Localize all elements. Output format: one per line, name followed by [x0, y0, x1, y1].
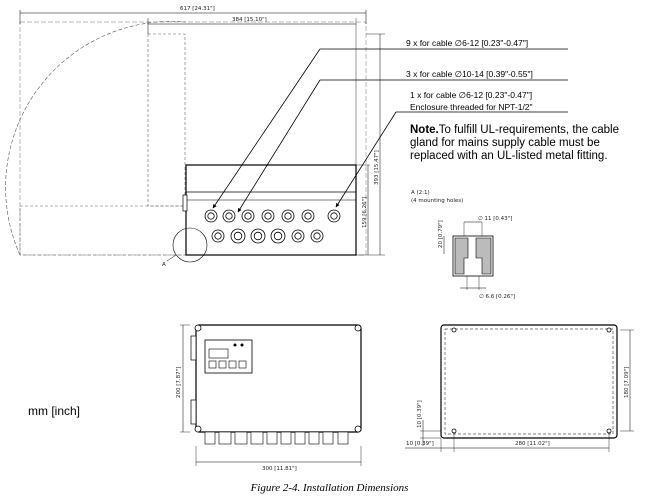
dim-height-open: 393 [15.47"]: [374, 150, 380, 185]
detail-dim-top: ∅ 11 [0.43"]: [478, 216, 512, 222]
detail-title: A (2:1): [411, 190, 430, 196]
note-line-2: gland for mains supply cable must be: [410, 137, 600, 149]
back-dim-width: 280 [11.02"]: [515, 441, 550, 447]
front-view: 200 [7.87"] 300 [11.81"]: [176, 324, 362, 472]
back-view: 180 [7.09"] 10 [0.39"] 10 [0.39"] 280 [1…: [405, 324, 634, 452]
detail-dim-height: 20 [0.79"]: [438, 220, 444, 248]
callout-1x-cable: 1 x for cable ∅6-12 [0.23"-0.47"]: [410, 90, 532, 100]
open-lid: [147, 33, 186, 207]
note-line-1: To fulfill UL-requirements, the cable: [439, 124, 619, 136]
callout-9x-cable: 9 x for cable ∅6-12 [0.23"-0.47"]: [406, 38, 528, 48]
callout-3x-cable: 3 x for cable ∅10-14 [0.39"-0.55"]: [406, 69, 533, 79]
detail-subtitle: (4 mounting holes): [411, 198, 463, 204]
detail-circle-a: [172, 227, 208, 263]
back-dim-height: 180 [7.09"]: [624, 367, 630, 398]
cable-glands: [204, 209, 341, 244]
lid-swing-arc: [5, 21, 187, 256]
dim-enclosure-height: 159 [6.26"]: [362, 197, 368, 228]
back-dim-offset-v: 10 [0.39"]: [417, 400, 423, 428]
callout-npt-thread: Enclosure threaded for NPT-1/2": [410, 102, 533, 112]
figure-caption: Figure 2-4. Installation Dimensions: [250, 482, 409, 494]
units-label: mm [inch]: [28, 404, 81, 418]
back-dim-offset-h: 10 [0.39"]: [406, 441, 434, 447]
front-dim-height: 200 [7.87"]: [176, 367, 182, 398]
detail-dim-bottom: ∅ 6.6 [0.26"]: [479, 294, 515, 300]
back-enclosure: [440, 324, 618, 439]
detail-a-view: A (2:1) (4 mounting holes) ∅ 11 [0.43"] …: [411, 190, 515, 300]
svg-text:Note.To fulfill UL-requirement: Note.To fulfill UL-requirements, the cab…: [410, 124, 619, 136]
detail-marker-a: A: [162, 262, 166, 268]
note-label: Note.: [410, 124, 439, 136]
dim-lid-width: 384 [15.10"]: [232, 17, 267, 23]
callouts: 9 x for cable ∅6-12 [0.23"-0.47"] 3 x fo…: [212, 38, 568, 213]
lid-base-plate: [19, 205, 187, 256]
note-line-3: replaced with an UL-listed metal fitting…: [410, 150, 608, 162]
dim-total-width: 617 [24.31"]: [180, 6, 215, 12]
front-dim-width: 300 [11.81"]: [262, 466, 297, 472]
side-view: A 617 [24.31"] 384 [15.10"] 393 [15.47"]…: [5, 6, 385, 268]
ul-note: Note.To fulfill UL-requirements, the cab…: [410, 124, 619, 162]
